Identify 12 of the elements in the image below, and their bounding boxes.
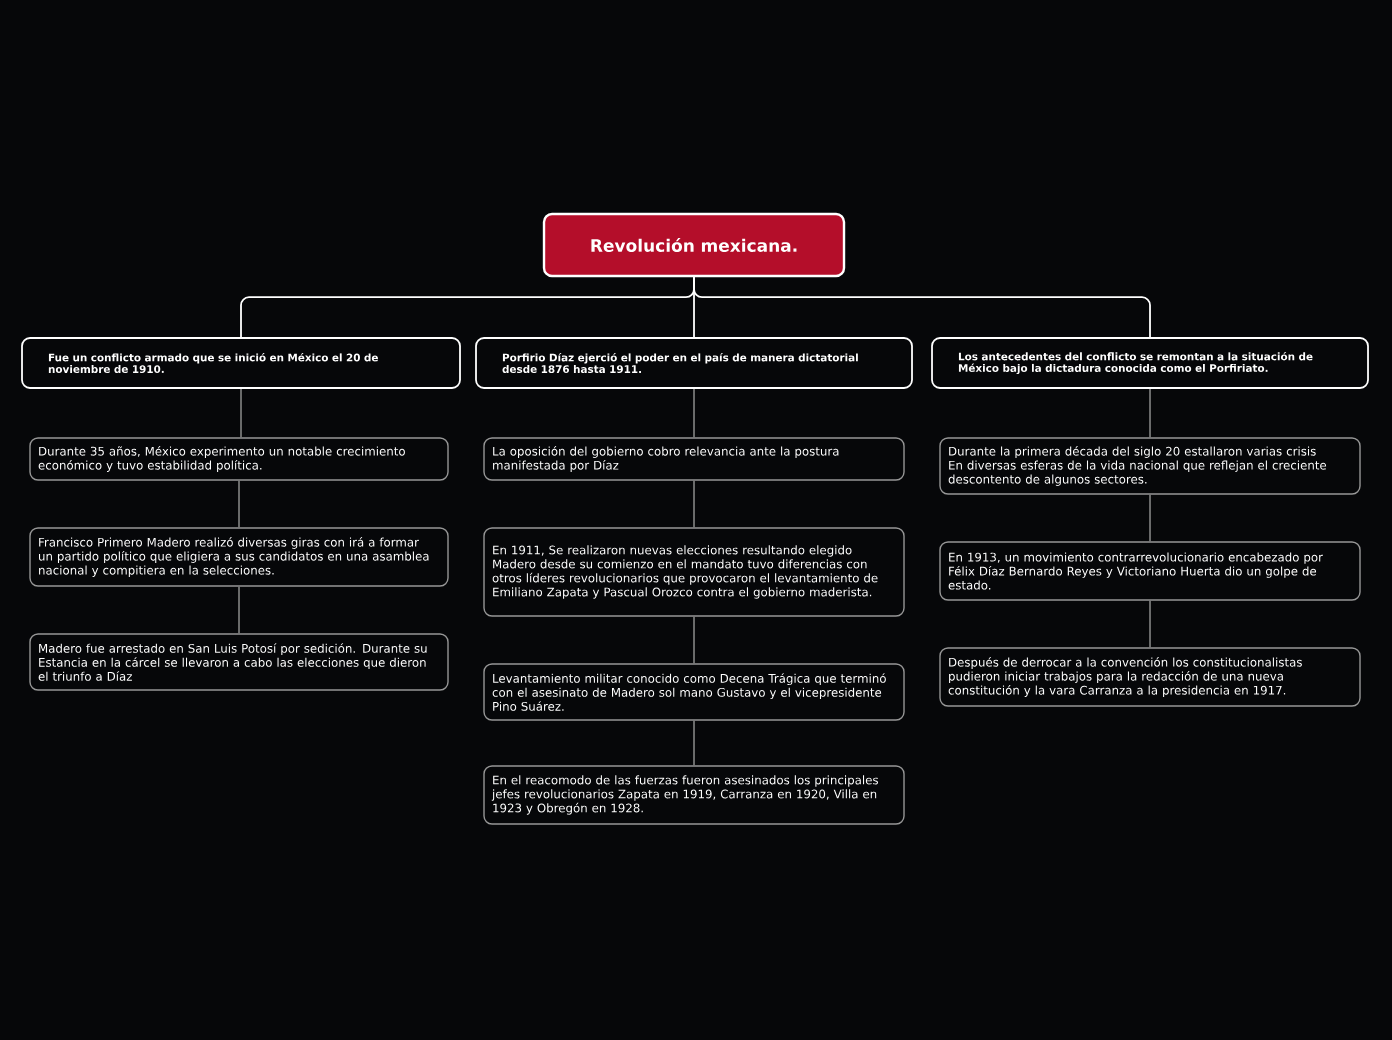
connector-line (240, 388, 242, 438)
connector-line (693, 720, 695, 766)
connector-line (693, 480, 695, 528)
connector-line (693, 276, 1151, 338)
connector-line (238, 480, 240, 528)
connector-line (1149, 494, 1151, 542)
connector-line (1149, 388, 1151, 438)
connector-line (693, 616, 695, 664)
connector-line (1149, 600, 1151, 648)
title-box: Revolución mexicana. (542, 212, 846, 278)
connector-line (693, 388, 695, 438)
connector-line (238, 586, 240, 634)
